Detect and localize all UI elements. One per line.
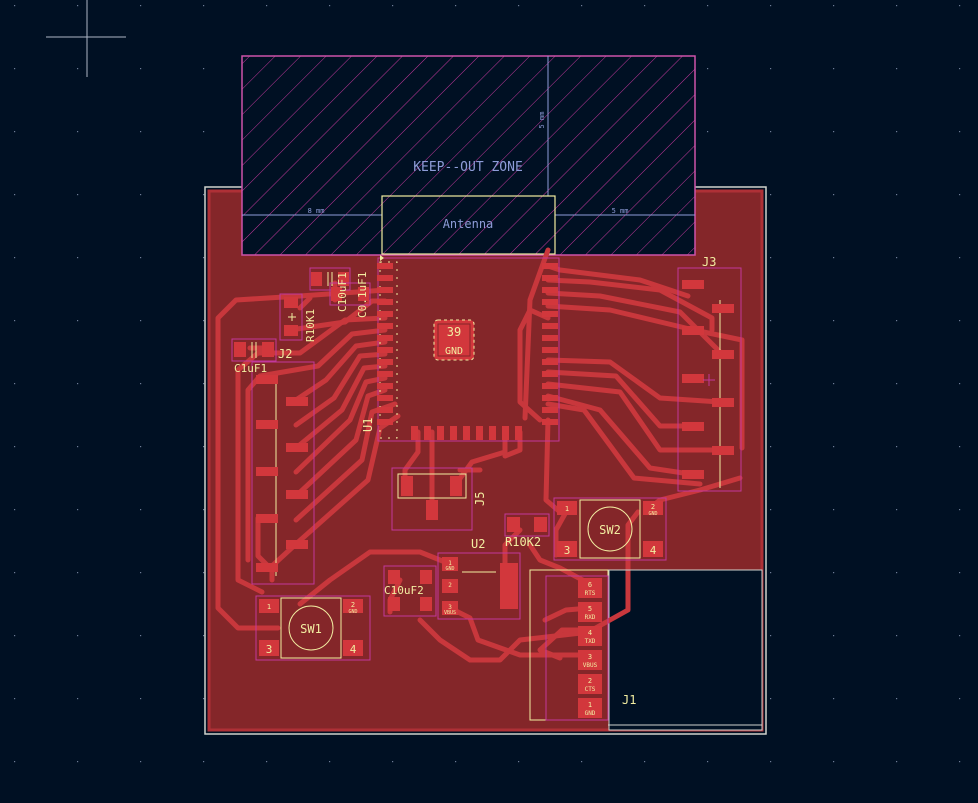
keepout-label: KEEP--OUT ZONE <box>413 160 523 175</box>
sw1-gnd: GND <box>348 609 357 615</box>
j1-pad-5[interactable] <box>578 602 602 622</box>
switch-sw1[interactable] <box>255 595 371 661</box>
copper-traces <box>215 247 745 663</box>
j1-pin-number: 3 <box>588 653 592 661</box>
dimension-left: 8 mm <box>308 207 325 215</box>
sw2-gnd: GND <box>648 511 657 517</box>
capacitor-c1uf1[interactable] <box>231 338 277 362</box>
j1-pin-number: 1 <box>588 701 592 709</box>
j1-pin-number: 5 <box>588 605 592 613</box>
j5-jumper[interactable] <box>391 467 473 531</box>
j1-connector[interactable] <box>529 569 762 726</box>
sw2-label: SW2 <box>599 523 621 537</box>
u2-pin2: 2 <box>448 582 452 589</box>
r10k1-label: R10K1 <box>304 309 317 342</box>
dimension-vertical: 5 mm <box>538 112 546 129</box>
j1-pin-name: TXD <box>585 638 596 645</box>
j1-pad-1[interactable] <box>578 698 602 718</box>
r10k2-label: R10K2 <box>505 535 541 549</box>
j5-label: J5 <box>473 492 487 506</box>
j1-pin-name: VBUS <box>583 662 598 669</box>
u1-right-pads <box>542 263 558 425</box>
resistor-r10k1[interactable] <box>279 293 303 341</box>
resistor-r10k2[interactable] <box>504 513 550 537</box>
esp32-module-u1[interactable] <box>377 255 560 442</box>
dimension-right: 5 mm <box>612 207 629 215</box>
c1uf1-label: C1uF1 <box>234 362 267 375</box>
j1-pin-number: 2 <box>588 677 592 685</box>
u2-pin1-gnd: GND <box>445 566 454 572</box>
u1-left-pads <box>377 263 393 425</box>
sw1-label: SW1 <box>300 622 322 636</box>
j3-header[interactable] <box>677 267 742 492</box>
sw2-pin4: 4 <box>650 544 657 557</box>
u1-bottom-pads <box>411 426 522 440</box>
c01uf1-label: C0.1uF1 <box>356 272 369 318</box>
u2-pin3-vbus: VBUS <box>444 610 456 616</box>
c10uf2-label: C10uF2 <box>384 584 424 597</box>
j1-pin-name: RTS <box>585 590 596 597</box>
u2-label: U2 <box>471 537 485 551</box>
switch-sw2[interactable] <box>553 497 667 561</box>
capacitor-c10uf2[interactable] <box>383 565 437 617</box>
keepout-zone[interactable] <box>241 55 696 256</box>
j1-pin-name: RXD <box>585 614 596 621</box>
capacitor-c01uf1[interactable] <box>329 282 371 306</box>
antenna-outline <box>381 195 556 255</box>
j3-label: J3 <box>702 255 716 269</box>
j1-label: J1 <box>622 693 636 707</box>
dimension-lines <box>242 56 695 216</box>
sw2-pin3: 3 <box>564 544 571 557</box>
regulator-u2[interactable] <box>437 552 521 620</box>
j1-pin-name: GND <box>585 710 596 717</box>
j1-pin-number: 4 <box>588 629 592 637</box>
j1-pin-number: 6 <box>588 581 592 589</box>
gnd-pad-number: 39 <box>447 325 461 339</box>
antenna-label: Antenna <box>443 217 494 231</box>
sw1-pin1: 1 <box>267 603 271 611</box>
gnd-pad-label: GND <box>445 346 463 357</box>
c10uf1-label: C10uF1 <box>336 272 349 312</box>
gnd-thermal-pad[interactable] <box>433 319 475 361</box>
u2-pin3: 3 <box>448 604 452 611</box>
j1-pad-6[interactable] <box>578 578 602 598</box>
sw2-pin2: 2 <box>651 503 655 511</box>
sw1-pin4: 4 <box>350 643 357 656</box>
j2-label: J2 <box>278 347 292 361</box>
u2-pin1: 1 <box>448 560 452 567</box>
j2-header[interactable] <box>251 361 315 585</box>
sw1-pin3: 3 <box>266 643 273 656</box>
j1-pin-name: CTS <box>585 686 596 693</box>
sw2-pin1: 1 <box>565 505 569 513</box>
j1-pad-2[interactable] <box>578 674 602 694</box>
u1-label: U1 <box>361 418 375 432</box>
j1-pad-4[interactable] <box>578 626 602 646</box>
sw1-pin2: 2 <box>351 601 355 609</box>
j1-pad-3[interactable] <box>578 650 602 670</box>
j1-cutout <box>608 569 763 731</box>
origin-crosshair <box>46 0 126 77</box>
